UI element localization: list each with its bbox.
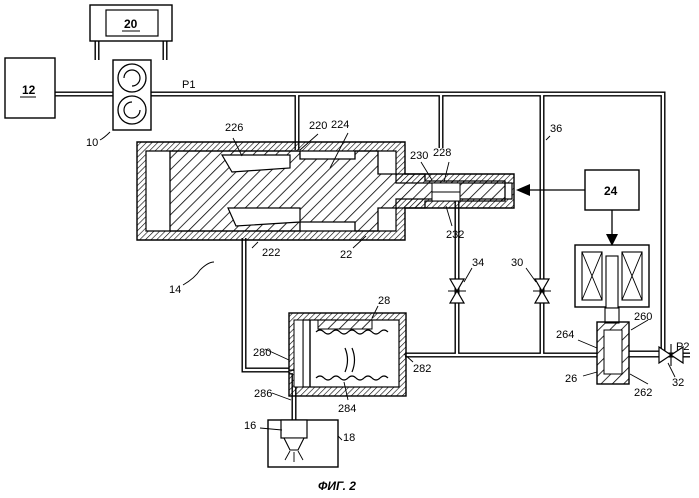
label-P2: P2 [676, 341, 689, 353]
label-230: 230 [410, 150, 428, 162]
label-18: 18 [343, 432, 355, 444]
label-222: 222 [262, 247, 280, 259]
label-226: 226 [225, 122, 243, 134]
label-224: 224 [331, 119, 349, 131]
accumulator-28 [289, 313, 406, 396]
valve-30 [533, 279, 551, 303]
label-232: 232 [446, 229, 464, 241]
label-34: 34 [472, 257, 484, 269]
control-24: 24 [516, 170, 639, 246]
label-260: 260 [634, 311, 652, 323]
label-264: 264 [556, 329, 574, 341]
chamber-18 [268, 420, 338, 467]
label-26: 26 [565, 373, 577, 385]
label-220: 220 [309, 120, 327, 132]
label-P1: P1 [182, 79, 195, 91]
label-28: 28 [378, 295, 390, 307]
label-24: 24 [604, 184, 618, 198]
label-284: 284 [338, 403, 356, 415]
label-30: 30 [511, 257, 523, 269]
label-262: 262 [634, 387, 652, 399]
label-22: 22 [340, 249, 352, 261]
label-16: 16 [244, 420, 256, 432]
label-286: 286 [254, 388, 272, 400]
tank-12: 12 [5, 58, 55, 118]
label-32: 32 [672, 377, 684, 389]
label-12: 12 [22, 83, 36, 97]
label-36: 36 [550, 123, 562, 135]
label-280: 280 [253, 347, 271, 359]
label-14: 14 [169, 284, 181, 296]
label-20: 20 [124, 17, 138, 31]
block-20: 20 [90, 5, 172, 41]
label-282: 282 [413, 363, 431, 375]
figure-caption: ФИГ. 2 [318, 479, 356, 493]
label-10: 10 [86, 137, 98, 149]
label-228: 228 [433, 147, 451, 159]
valve-34 [448, 279, 466, 303]
pump-10: 10 [86, 60, 151, 149]
